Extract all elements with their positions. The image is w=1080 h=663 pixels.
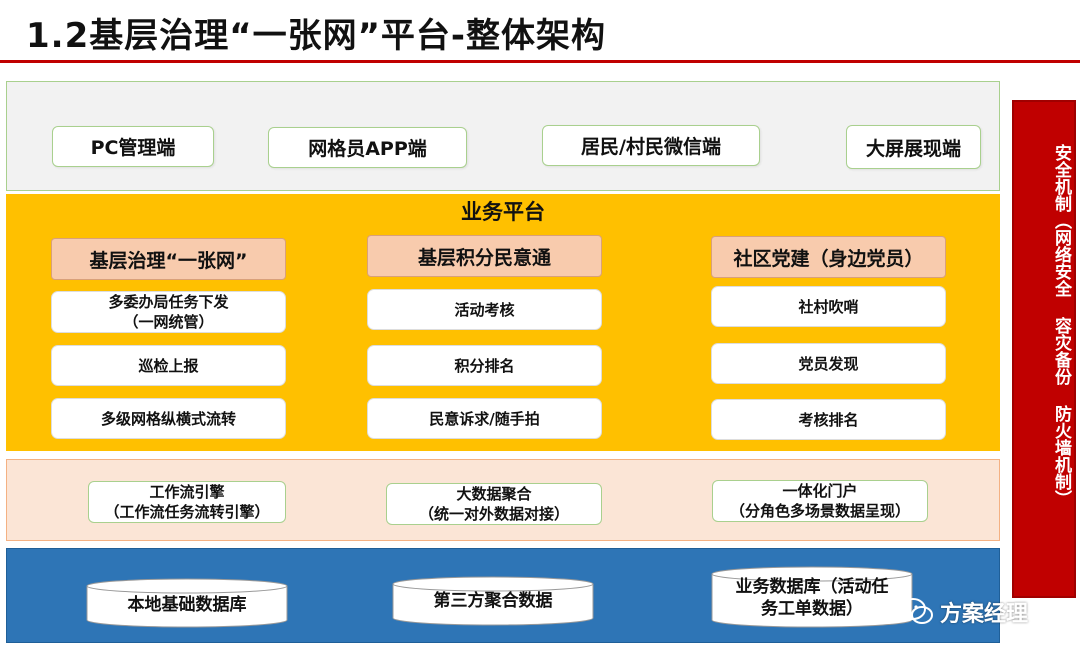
column-head-points: 基层积分民意通 [367, 235, 602, 277]
business-item: 多委办局任务下发 （一网统管） [51, 291, 286, 333]
middleware-bigdata: 大数据聚合 （统一对外数据对接） [386, 483, 602, 525]
business-item: 积分排名 [367, 345, 602, 386]
database-label: 业务数据库（活动任 [735, 577, 889, 597]
security-panel: 安全机制（网络安全 容灾备份 防火墙机制） [1012, 100, 1076, 598]
item-line: 社村吹哨 [798, 297, 859, 316]
database-label: 第三方聚合数据 [433, 591, 553, 611]
item-line: 民意诉求/随手拍 [429, 409, 540, 428]
item-line: 多委办局任务下发 [108, 293, 229, 311]
business-item: 多级网格纵横式流转 [51, 398, 286, 439]
database-local: 本地基础数据库 [86, 578, 288, 628]
database-icon [711, 566, 913, 628]
middleware-line: 一体化门户 [782, 482, 858, 500]
client-app: 网格员APP端 [268, 127, 467, 168]
client-pc: PC管理端 [52, 126, 214, 167]
column-head-party: 社区党建（身边党员） [711, 236, 946, 278]
wechat-icon [900, 598, 933, 624]
business-title: 业务平台 [461, 200, 545, 224]
watermark: 方案经理 [900, 596, 1028, 628]
business-item: 巡检上报 [51, 345, 286, 386]
item-line: 多级网格纵横式流转 [100, 409, 236, 428]
middleware-line: 大数据聚合 [456, 485, 532, 503]
client-wechat: 居民/村民微信端 [542, 125, 760, 166]
item-line: 活动考核 [454, 300, 515, 319]
middleware-workflow: 工作流引擎 （工作流任务流转引擎） [88, 481, 286, 523]
business-item: 社村吹哨 [711, 286, 946, 327]
item-line: 考核排名 [798, 410, 859, 429]
watermark-text: 方案经理 [940, 602, 1029, 627]
page-title: 1.2基层治理“一张网”平台-整体架构 [26, 16, 607, 56]
client-bigscreen: 大屏展现端 [846, 125, 981, 169]
column-head-governance: 基层治理“一张网” [51, 238, 286, 280]
security-label: 安全机制（网络安全 容灾备份 防火墙机制） [1051, 144, 1071, 507]
database-icon [392, 576, 594, 626]
business-item: 活动考核 [367, 289, 602, 330]
item-line: 积分排名 [454, 356, 515, 375]
database-label: 务工单数据） [761, 599, 863, 619]
middleware-line: （工作流任务流转引擎） [104, 503, 270, 521]
middleware-line: 工作流引擎 [149, 483, 225, 501]
business-item: 党员发现 [711, 343, 946, 384]
business-item: 民意诉求/随手拍 [367, 398, 602, 439]
database-thirdparty: 第三方聚合数据 [392, 576, 594, 626]
database-business: 业务数据库（活动任 务工单数据） [711, 566, 913, 628]
business-item: 考核排名 [711, 399, 946, 440]
middleware-portal: 一体化门户 （分角色多场景数据呈现） [712, 480, 928, 522]
middleware-line: （分角色多场景数据呈现） [729, 502, 910, 520]
title-divider [0, 60, 1080, 63]
item-line: 巡检上报 [138, 356, 199, 375]
database-icon [86, 578, 288, 628]
database-label: 本地基础数据库 [127, 595, 247, 615]
item-line: 党员发现 [798, 354, 859, 373]
item-line: （一网统管） [123, 313, 214, 331]
middleware-line: （统一对外数据对接） [418, 505, 569, 523]
